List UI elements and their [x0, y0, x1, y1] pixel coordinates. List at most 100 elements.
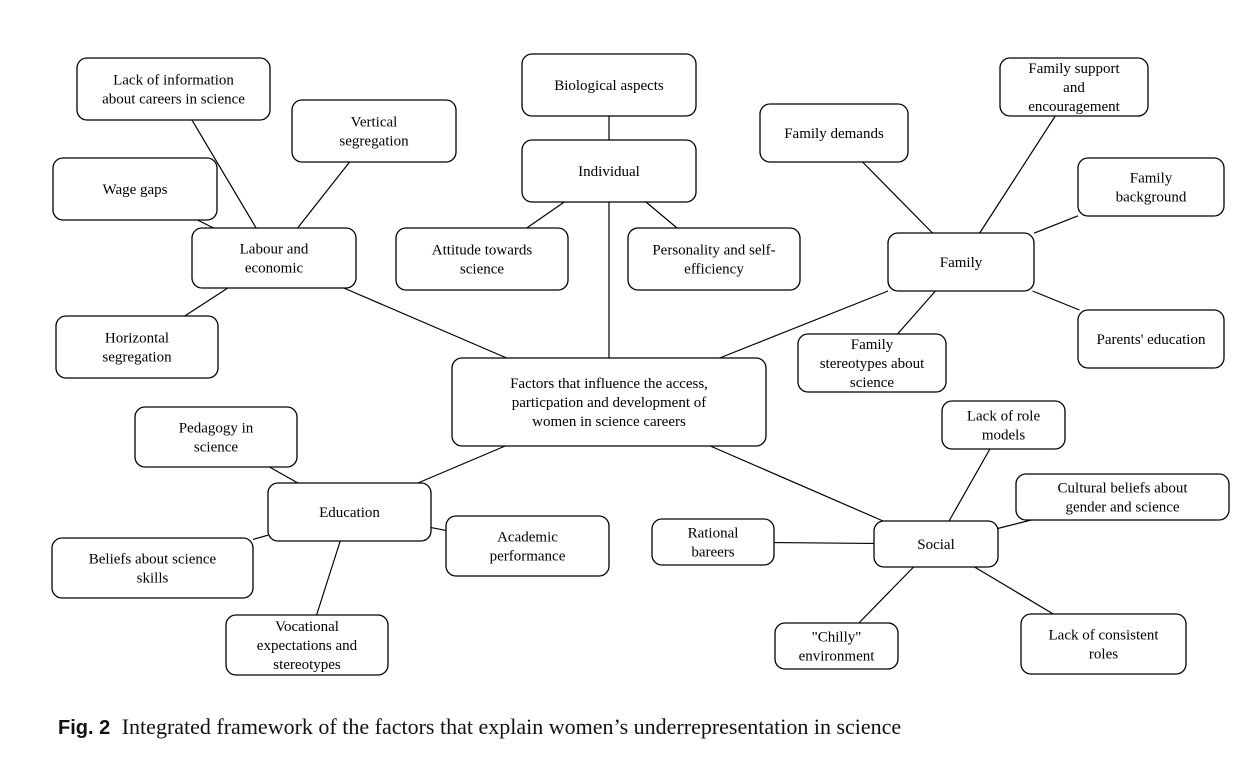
edge-family-parents_edu: [1032, 290, 1080, 311]
edge-labour-wage: [197, 219, 214, 229]
node-label-line: bareers: [691, 545, 734, 561]
node-label-line: Social: [917, 537, 955, 553]
concept-nodes: Factors that influence the access,partic…: [51, 53, 1230, 676]
node-box: [451, 357, 767, 447]
node-label-line: Pedagogy in: [179, 421, 254, 437]
node-label-line: roles: [1089, 647, 1118, 663]
edge-education-pedagogy: [269, 466, 299, 484]
node-label-line: Lack of consistent: [1049, 628, 1160, 644]
node-family: Family: [887, 232, 1035, 292]
node-label-line: Academic: [497, 530, 558, 546]
node-box: [941, 400, 1066, 450]
node-box: [267, 482, 432, 542]
node-individual: Individual: [521, 139, 697, 203]
node-box: [395, 227, 569, 291]
node-label-line: Family support: [1028, 61, 1120, 77]
edge-labour-lack_info: [191, 119, 257, 229]
node-label-line: efficiency: [684, 262, 744, 278]
node-label-line: Beliefs about science: [89, 552, 217, 568]
node-box: [134, 406, 298, 468]
edge-family-center: [719, 290, 889, 359]
node-box: [1020, 613, 1187, 675]
node-box: [51, 537, 254, 599]
edge-social-rational: [773, 541, 875, 545]
edge-social-role_models: [948, 448, 991, 522]
node-label-line: stereotypes about: [820, 356, 925, 372]
node-label-line: gender and science: [1065, 500, 1179, 516]
node-label-line: Family: [1130, 171, 1173, 187]
node-box: [191, 227, 357, 289]
edge-social-consistent: [974, 566, 1054, 615]
node-center: Factors that influence the access,partic…: [451, 357, 767, 447]
node-label-line: skills: [137, 571, 169, 587]
edge-family-family_demands: [862, 161, 933, 234]
node-label-line: particpation and development of: [512, 395, 707, 411]
edge-individual-personality: [645, 201, 678, 229]
node-chilly: "Chilly" environment: [774, 622, 899, 670]
edge-education-beliefs_skills: [252, 534, 269, 541]
node-label-line: Family: [851, 337, 894, 353]
edge-family-family_background: [1033, 215, 1079, 234]
node-wage: Wage gaps: [52, 157, 218, 221]
node-box: [55, 315, 219, 379]
node-family-background: Family background: [1077, 157, 1225, 217]
node-box: [52, 157, 218, 221]
node-personality: Personality and self-efficiency: [627, 227, 801, 291]
node-vertical: Vertical segregation: [291, 99, 457, 163]
node-social: Social: [873, 520, 999, 568]
node-box: [759, 103, 909, 163]
node-box: [1077, 157, 1225, 217]
node-rational: Rational bareers: [651, 518, 775, 566]
node-label-line: Cultural beliefs about: [1058, 481, 1189, 497]
edge-social-cultural: [997, 519, 1032, 529]
node-label-line: Vertical: [351, 115, 398, 131]
node-label-line: science: [194, 440, 238, 456]
node-label-line: background: [1116, 190, 1187, 206]
node-box: [797, 333, 947, 393]
node-box: [887, 232, 1035, 292]
node-label-line: Vocational: [275, 619, 339, 635]
node-label-line: Personality and self-: [652, 243, 775, 259]
node-label-line: performance: [490, 549, 566, 565]
node-box: [651, 518, 775, 566]
edge-social-center: [710, 445, 884, 522]
node-label-line: expectations and: [257, 638, 358, 654]
node-label-line: segregation: [339, 134, 409, 150]
edge-education-academic: [430, 526, 447, 532]
node-label-line: and: [1063, 80, 1085, 96]
edge-education-center: [417, 445, 506, 484]
node-label-line: about careers in science: [102, 92, 245, 108]
node-label-line: Rational: [688, 526, 739, 542]
node-label-line: environment: [799, 649, 876, 665]
edge-education-vocational: [316, 540, 341, 616]
node-label-line: Individual: [578, 164, 640, 180]
figure-caption-text: Integrated framework of the factors that…: [121, 714, 902, 739]
node-pedagogy: Pedagogy in science: [134, 406, 298, 468]
node-box: [627, 227, 801, 291]
edge-social-chilly: [858, 566, 914, 624]
figure-label: Fig. 2: [58, 717, 111, 739]
connector-lines: [184, 115, 1080, 624]
node-label-line: Family demands: [784, 126, 884, 142]
node-label-line: Family: [940, 255, 983, 271]
node-label-line: Biological aspects: [554, 78, 664, 94]
node-biological: Biological aspects: [521, 53, 697, 117]
node-beliefs-skills: Beliefs about science skills: [51, 537, 254, 599]
node-box: [521, 53, 697, 117]
node-label-line: Horizontal: [105, 331, 169, 347]
node-label-line: economic: [245, 261, 304, 277]
node-label-line: science: [460, 262, 504, 278]
node-cultural: Cultural beliefs about gender and science: [1015, 473, 1230, 521]
node-label-line: "Chilly": [812, 630, 862, 646]
node-label-line: Parents' education: [1097, 332, 1206, 348]
node-label-line: Lack of role: [967, 409, 1041, 425]
node-label-line: Attitude towards: [432, 243, 533, 259]
node-lack-info: Lack of information about careers in scie…: [76, 57, 271, 121]
node-education: Education: [267, 482, 432, 542]
node-label-line: Lack of information: [113, 73, 234, 89]
